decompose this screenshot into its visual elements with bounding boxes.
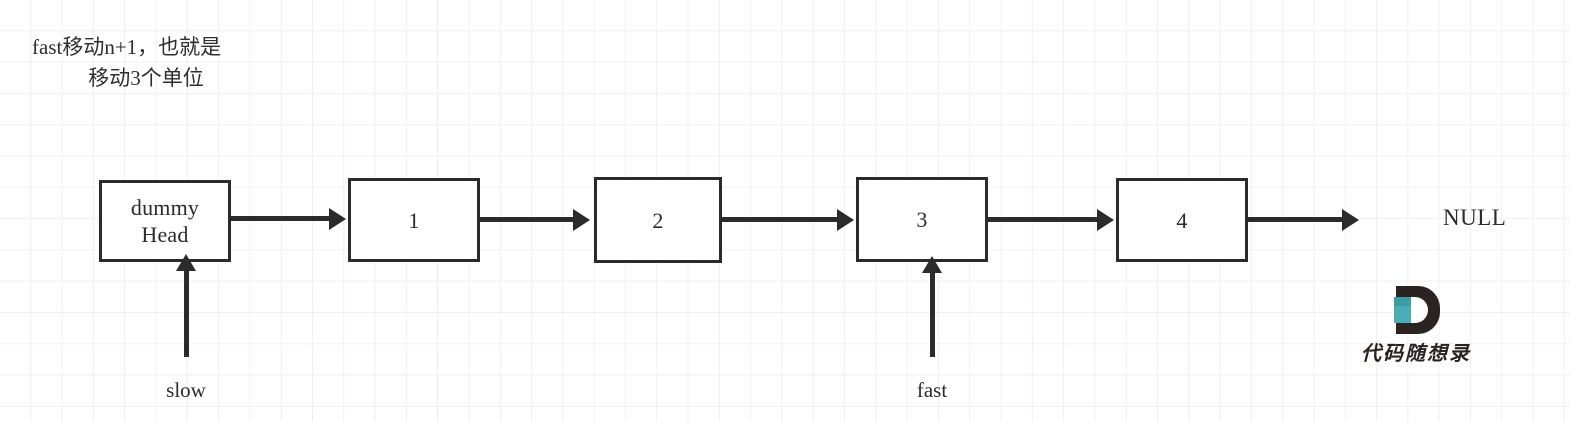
link-arrow-4-to-null: [1248, 217, 1343, 222]
logo-d-counter: [1410, 297, 1428, 323]
logo-accent-block-shade: [1394, 297, 1411, 306]
annotation-line-1: fast移动n+1，也就是: [32, 35, 222, 59]
node-label: 1: [408, 207, 420, 233]
node-dummy-head: dummy Head: [99, 180, 231, 262]
fast-pointer-arrow: [930, 272, 935, 357]
node-1: 1: [348, 178, 480, 262]
link-arrow-1-to-2: [480, 217, 574, 222]
watermark-text: 代码随想录: [1361, 341, 1471, 365]
annotation-line-2: 移动3个单位: [88, 66, 204, 90]
link-arrow-3-to-4: [988, 217, 1098, 222]
node-3: 3: [856, 177, 988, 262]
node-2: 2: [594, 177, 722, 263]
slow-pointer-label: slow: [166, 378, 206, 402]
node-label: 3: [916, 207, 928, 232]
node-label: 2: [652, 207, 664, 233]
link-arrow-dummy-to-1: [231, 216, 330, 221]
link-arrow-2-to-3: [722, 217, 838, 222]
node-label: 4: [1176, 207, 1188, 233]
watermark-logo: 代码随想录: [1348, 286, 1484, 366]
null-terminal-label: NULL: [1443, 205, 1507, 230]
node-label: dummy Head: [130, 195, 200, 247]
logo-d-icon: [1388, 286, 1444, 334]
fast-pointer-label: fast: [916, 378, 948, 402]
node-4: 4: [1116, 178, 1248, 262]
diagram-annotation: fast移动n+1，也就是 移动3个单位: [20, 32, 290, 94]
slow-pointer-arrow: [184, 270, 189, 357]
